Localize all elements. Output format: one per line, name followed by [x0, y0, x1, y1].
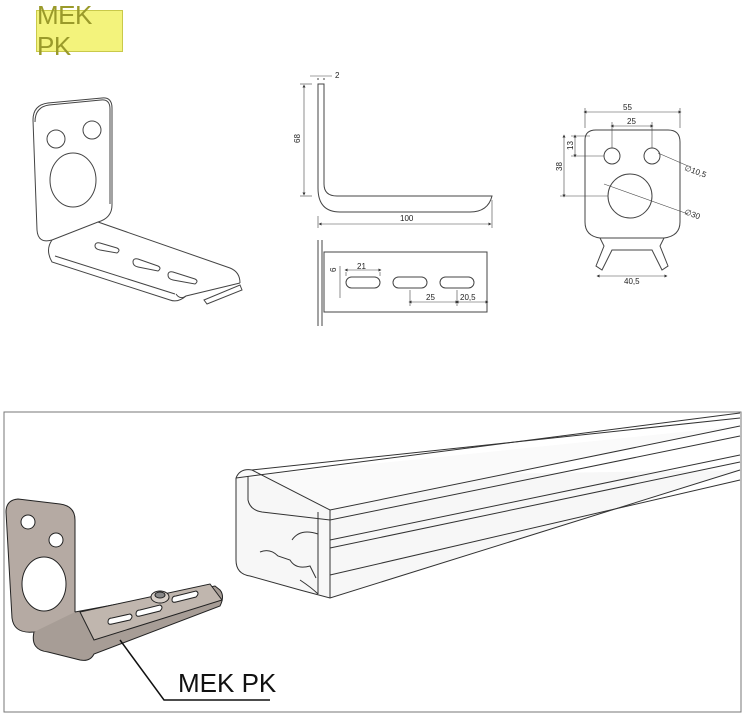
- dim-hole-vertical-offset: 13: [566, 141, 575, 150]
- front-view-drawing: [560, 108, 689, 278]
- dim-height: 68: [293, 134, 302, 143]
- dim-hole-spacing: 25: [627, 117, 636, 126]
- side-view-drawing: [300, 75, 493, 228]
- dim-slot-length: 21: [357, 262, 366, 271]
- dim-thickness: 2: [335, 71, 340, 80]
- dim-length: 100: [400, 214, 414, 223]
- dim-small-hole-diameter: ∅10,5: [683, 163, 708, 179]
- dim-big-hole-offset: 38: [555, 162, 564, 171]
- dim-slot-pitch: 25: [426, 293, 435, 302]
- top-view-drawing: [317, 240, 489, 326]
- isometric-bracket-drawing: [32, 97, 243, 305]
- callout-label: MEK PK: [178, 668, 277, 698]
- cable-tray-render: [235, 412, 741, 599]
- dim-big-hole-diameter: ∅30: [683, 207, 702, 221]
- callout-leader-line: [119, 639, 270, 701]
- bracket-render: [5, 498, 223, 661]
- dim-width: 55: [623, 103, 632, 112]
- dim-slot-end-offset: 20,5: [460, 293, 476, 302]
- dim-base-width: 40,5: [624, 277, 640, 286]
- dim-slot-height: 6: [329, 267, 338, 272]
